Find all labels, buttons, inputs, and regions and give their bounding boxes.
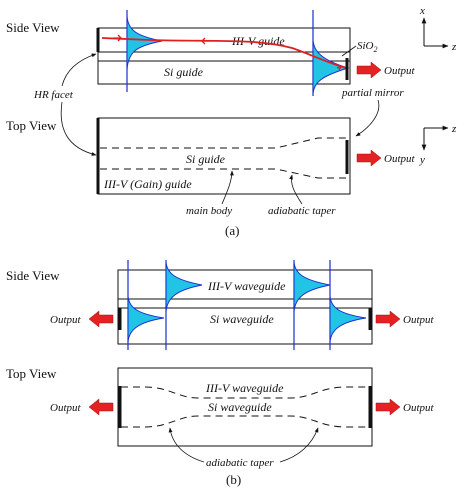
main-body-pointer: [221, 170, 234, 205]
mode-profile-left: [126, 15, 163, 71]
sio2-pointer: [341, 45, 357, 57]
top-guide-upper-edge-b: [121, 386, 369, 399]
si-waveguide-label-b: Si waveguide: [210, 312, 274, 326]
mode-profile-b2: [165, 261, 203, 313]
top-output-right-label-b: Output: [403, 402, 435, 414]
beam-arrow-1: [113, 34, 123, 42]
panel-a: Side View III-V guide Si guide SiO2 Outp…: [6, 5, 457, 238]
output-arrow-left-b: [88, 310, 114, 328]
top-output-left-label-b: Output: [50, 402, 82, 414]
chip-outline: [97, 27, 351, 85]
top-view-b: Top View III-V waveguide Si waveguide Ou…: [6, 366, 435, 469]
hr-facet-label: HR facet: [33, 89, 74, 101]
side-view-a: Side View III-V guide Si guide SiO2 Outp…: [6, 5, 457, 156]
output-arrow-right-b: [375, 310, 401, 328]
top-si-label-b: Si waveguide: [208, 400, 272, 414]
adiabatic-taper-label-b: adiabatic taper: [206, 457, 274, 469]
si-guide-bottom-edge: [100, 168, 346, 179]
axis-y-label: y: [419, 154, 425, 166]
si-guide-label: Si guide: [164, 65, 204, 79]
top-chip-outline-b: [117, 367, 373, 447]
side-view-title: Side View: [6, 20, 60, 35]
caption-b: (b): [226, 472, 241, 487]
top-output-arrow-left-b: [88, 398, 114, 416]
si-guide-top-edge: [100, 137, 346, 149]
caption-a: (a): [225, 223, 239, 238]
sio2-label: SiO2: [357, 40, 378, 54]
axis-x-label: x: [419, 5, 425, 17]
top-iii-v-label-b: III-V waveguide: [205, 381, 284, 395]
top-output-arrow: [356, 149, 382, 167]
axis-z-label: z: [451, 41, 457, 53]
output-arrow: [356, 61, 382, 79]
hr-facet-pointer-side: [61, 53, 97, 87]
top-view-title-b: Top View: [6, 366, 57, 381]
partial-mirror-label: partial mirror: [341, 87, 404, 99]
top-output-arrow-right-b: [375, 398, 401, 416]
axis-z-label-top: z: [451, 123, 457, 135]
side-view-b: Side View III-V waveguide Si waveguide O…: [6, 260, 435, 350]
top-guide-lower-edge-b: [121, 415, 369, 428]
beam-arrow-3: [333, 63, 344, 71]
iii-v-waveguide-label-b: III-V waveguide: [207, 279, 286, 293]
output-label: Output: [384, 65, 416, 77]
top-iii-v-label: III-V (Gain) guide: [103, 177, 192, 191]
adiabatic-taper-pointer-b-left: [168, 427, 205, 463]
main-body-label: main body: [186, 205, 232, 217]
output-right-label-b: Output: [403, 314, 435, 326]
top-output-label: Output: [384, 153, 416, 165]
hr-facet-pointer-top: [60, 101, 97, 156]
beam-arrow-2: [200, 37, 210, 45]
beam-path: [101, 37, 347, 69]
mode-profile-b1: [127, 295, 165, 343]
top-view-a: Top View Si guide III-V (Gain) guide Out…: [6, 117, 457, 217]
adiabatic-taper-pointer-b-right: [279, 427, 319, 463]
top-view-title: Top View: [6, 118, 57, 133]
adiabatic-taper-pointer-a: [289, 174, 303, 205]
adiabatic-taper-label-a: adiabatic taper: [268, 205, 336, 217]
side-view-title-b: Side View: [6, 268, 60, 283]
partial-mirror-pointer: [355, 99, 380, 137]
panel-b: Side View III-V waveguide Si waveguide O…: [6, 260, 435, 487]
mode-profile-b4: [329, 295, 367, 343]
top-si-guide-label: Si guide: [186, 152, 226, 166]
output-left-label-b: Output: [50, 314, 82, 326]
chip-outline-b: [117, 269, 373, 345]
